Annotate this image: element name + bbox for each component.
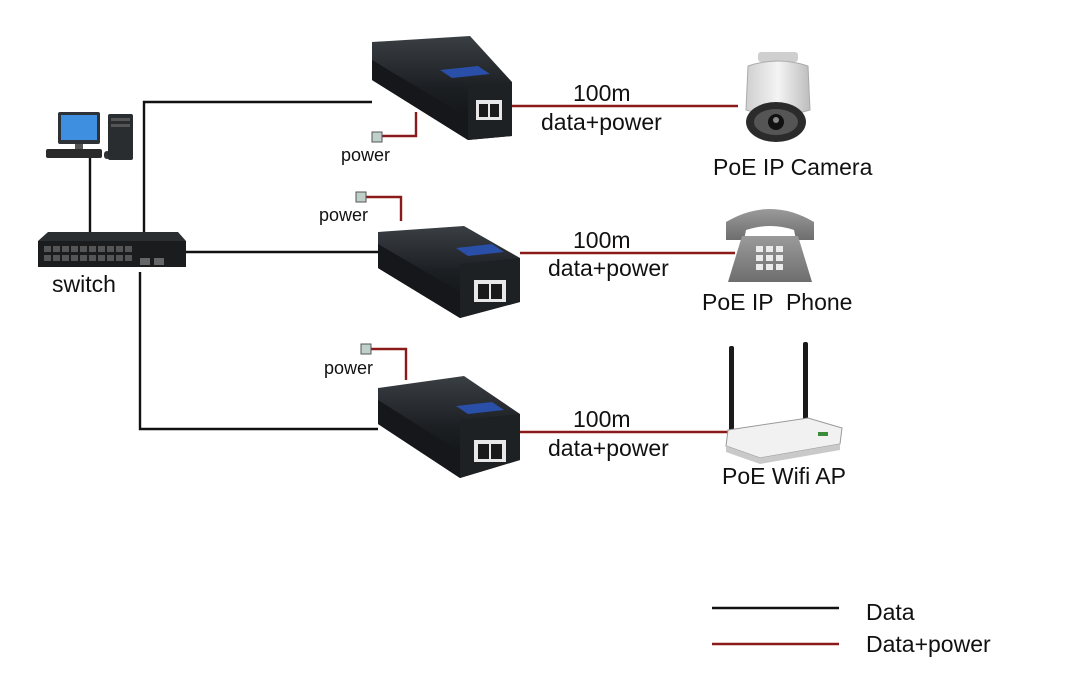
distance-label-2: 100m (573, 227, 631, 253)
power-outlet-icon-3 (360, 343, 372, 355)
computer-icon (46, 112, 133, 160)
distance-label-3: 100m (573, 406, 631, 432)
phone-icon (726, 209, 814, 282)
device-label-1: PoE IP Camera (713, 154, 873, 180)
poe-injector-3 (378, 376, 520, 478)
link-label-3: data+power (548, 435, 669, 461)
power-outlet-icon-1 (371, 131, 383, 143)
data-lines (88, 100, 378, 431)
link-label-2: data+power (548, 255, 669, 281)
link-label-1: data+power (541, 109, 662, 135)
switch-label: switch (52, 271, 116, 297)
power-cord-1 (378, 112, 418, 138)
legend: Data Data+power (712, 599, 991, 657)
power-outlet-icon-2 (355, 191, 367, 203)
poe-injector-2 (378, 226, 520, 318)
data-line-injector-1 (142, 100, 372, 240)
power-label-1: power (341, 145, 390, 165)
wifi-ap-icon (725, 342, 843, 464)
camera-icon (745, 52, 811, 142)
network-switch-icon (38, 232, 186, 267)
legend-label-data: Data (866, 599, 915, 625)
device-label-3: PoE Wifi AP (722, 463, 846, 489)
poe-injector-1 (372, 36, 512, 140)
device-label-2: PoE IP Phone (702, 289, 852, 315)
power-cord-3 (371, 347, 408, 380)
distance-label-1: 100m (573, 80, 631, 106)
power-label-3: power (324, 358, 373, 378)
power-lines (366, 104, 738, 434)
power-cord-2 (366, 195, 403, 221)
power-label-2: power (319, 205, 368, 225)
data-line-injector-3 (138, 272, 378, 431)
legend-label-data-power: Data+power (866, 631, 991, 657)
